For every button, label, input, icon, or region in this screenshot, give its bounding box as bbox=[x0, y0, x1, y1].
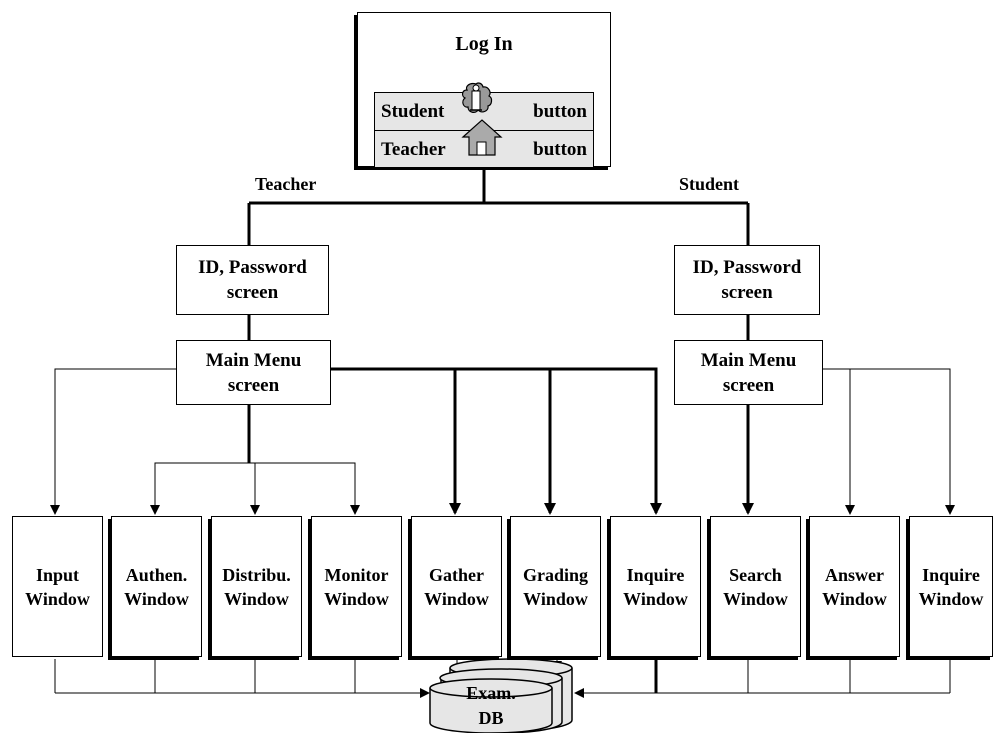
teacher-id-screen-line2: screen bbox=[226, 282, 279, 303]
teacher-button-suffix: button bbox=[533, 138, 587, 160]
teacher-main-menu-screen[interactable]: Main Menu screen bbox=[176, 340, 331, 405]
search-window-line2: Window bbox=[723, 588, 788, 609]
exam-db-line2: DB bbox=[478, 708, 504, 728]
student-id-password-screen[interactable]: ID, Password screen bbox=[674, 245, 820, 315]
student-id-screen-line1: ID, Password bbox=[692, 257, 802, 278]
student-button-suffix: button bbox=[533, 101, 587, 122]
gather-window-line1: Gather bbox=[429, 564, 484, 585]
login-title: Log In bbox=[455, 33, 513, 55]
student-branch-label: Student bbox=[679, 174, 740, 194]
authen-window[interactable]: Authen. Window bbox=[111, 516, 202, 657]
distribu-window-line2: Window bbox=[224, 588, 289, 609]
authen-window-line1: Authen. bbox=[125, 564, 188, 585]
exam-db-line1: Exam. bbox=[466, 683, 516, 703]
teacher-main-menu-line2: screen bbox=[227, 374, 280, 396]
input-window-line1: Input bbox=[35, 564, 80, 585]
monitor-window[interactable]: Monitor Window bbox=[311, 516, 402, 657]
distribu-window[interactable]: Distribu. Window bbox=[211, 516, 302, 657]
answer-window-line1: Answer bbox=[825, 564, 884, 585]
grading-window-line1: Grading bbox=[522, 564, 588, 585]
grading-window-line2: Window bbox=[523, 588, 588, 609]
authen-window-line2: Window bbox=[124, 588, 189, 609]
monitor-window-line1: Monitor bbox=[324, 564, 389, 585]
student-main-menu-screen[interactable]: Main Menu screen bbox=[674, 340, 823, 405]
teacher-id-screen-line1: ID, Password bbox=[198, 257, 307, 278]
gather-window[interactable]: Gather Window bbox=[411, 516, 502, 657]
house-icon bbox=[461, 119, 503, 156]
student-main-menu-line1: Main Menu bbox=[700, 349, 797, 371]
search-window[interactable]: Search Window bbox=[710, 516, 801, 657]
info-icon bbox=[461, 82, 493, 113]
student-inquire-window-line1: Inquire bbox=[922, 564, 980, 585]
database-cylinder-icon bbox=[429, 658, 573, 733]
student-button-label: Student bbox=[381, 101, 445, 122]
answer-window-line2: Window bbox=[822, 588, 887, 609]
login-panel: Log In Student button Teacher button bbox=[357, 12, 611, 168]
student-inquire-window-line2: Window bbox=[918, 588, 984, 609]
search-window-line1: Search bbox=[729, 564, 782, 585]
distribu-window-line1: Distribu. bbox=[222, 564, 291, 585]
teacher-inquire-window-line1: Inquire bbox=[626, 564, 685, 585]
teacher-inquire-window[interactable]: Inquire Window bbox=[610, 516, 701, 657]
input-window-line2: Window bbox=[25, 588, 90, 609]
exam-db: Exam. DB bbox=[441, 683, 541, 731]
student-main-menu-line2: screen bbox=[722, 374, 775, 396]
teacher-branch-label: Teacher bbox=[255, 174, 317, 194]
teacher-button[interactable]: Teacher button bbox=[374, 130, 594, 168]
grading-window[interactable]: Grading Window bbox=[510, 516, 601, 657]
teacher-inquire-window-line2: Window bbox=[623, 588, 688, 609]
teacher-button-label: Teacher bbox=[381, 138, 446, 160]
student-id-screen-line2: screen bbox=[721, 282, 773, 303]
student-inquire-window[interactable]: Inquire Window bbox=[909, 516, 993, 657]
input-window[interactable]: Input Window bbox=[12, 516, 103, 657]
teacher-main-menu-line1: Main Menu bbox=[205, 349, 302, 371]
monitor-window-line2: Window bbox=[324, 588, 389, 609]
gather-window-line2: Window bbox=[424, 588, 489, 609]
teacher-id-password-screen[interactable]: ID, Password screen bbox=[176, 245, 329, 315]
answer-window[interactable]: Answer Window bbox=[809, 516, 900, 657]
